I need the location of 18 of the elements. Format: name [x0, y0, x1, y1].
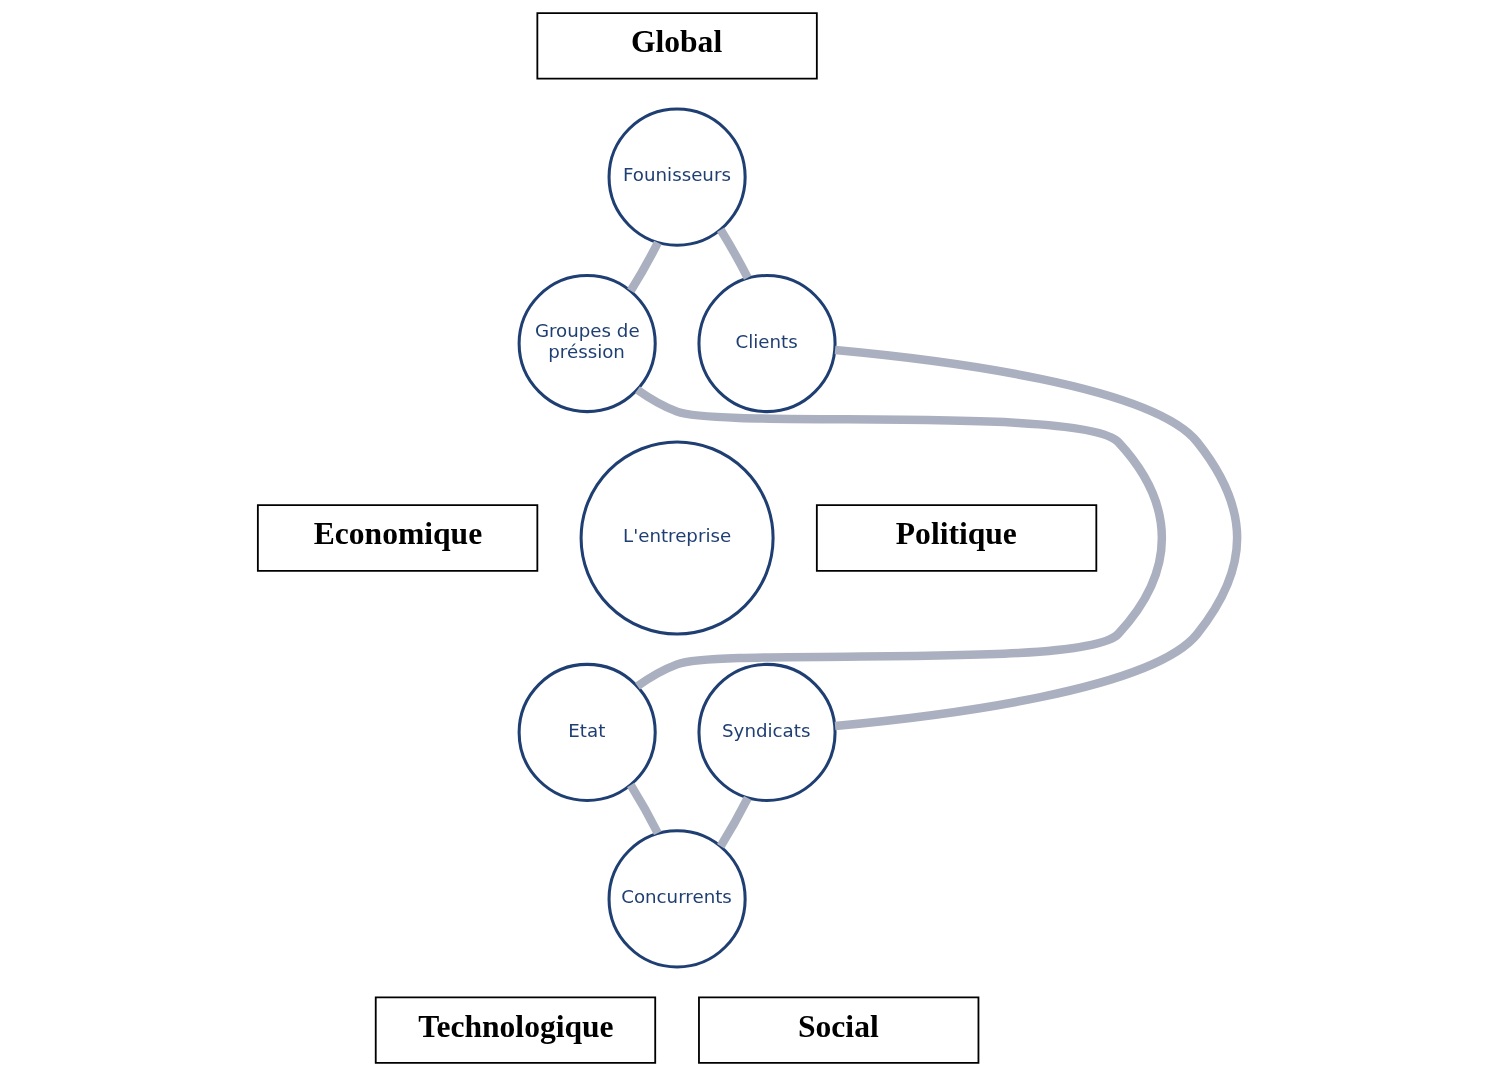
connector — [716, 796, 752, 849]
node-box: Global — [535, 12, 818, 80]
node-box: Politique — [815, 504, 1097, 572]
node-circle: L'entreprise — [579, 440, 775, 636]
node-circle: Clients — [696, 274, 837, 414]
node-box: Economique — [256, 504, 538, 572]
node-circle: Etat — [517, 662, 657, 802]
node-circle: Groupes de préssion — [517, 274, 657, 414]
node-box: Social — [697, 996, 979, 1064]
node-circle: Concurrents — [607, 829, 747, 969]
connector — [834, 345, 1241, 731]
connector — [634, 386, 1166, 690]
connector — [716, 227, 751, 280]
connector — [626, 782, 662, 836]
node-circle: Founisseurs — [607, 107, 747, 247]
node-circle: Syndicats — [696, 662, 837, 802]
node-box: Technologique — [374, 996, 656, 1064]
connector — [626, 240, 662, 294]
